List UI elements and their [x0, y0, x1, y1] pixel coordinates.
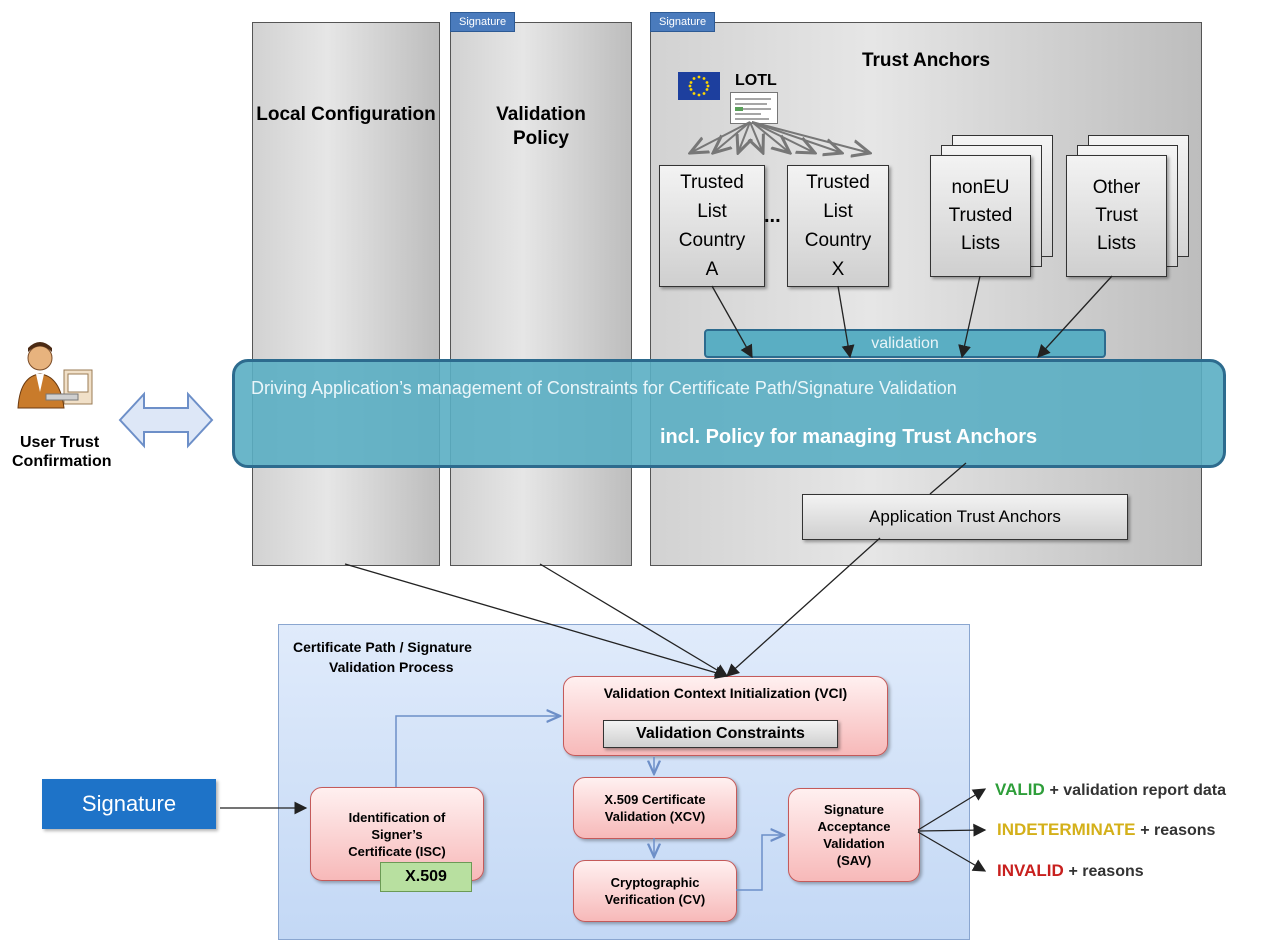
validation-constraints-label: Validation Constraints	[636, 725, 805, 742]
local-configuration-title: Local Configuration	[253, 103, 439, 127]
application-trust-anchors-box: Application Trust Anchors	[802, 494, 1128, 540]
validation-policy-title: Validation Policy	[451, 103, 631, 151]
sav-line4: (SAV)	[836, 853, 872, 868]
signature-input-box: Signature	[42, 779, 216, 829]
process-title: Certificate Path / Signature Validation …	[293, 637, 472, 677]
trust-anchors-title: Trust Anchors	[801, 49, 1051, 73]
policy-to-vci	[539, 563, 729, 677]
sav-line1: Signature	[824, 802, 884, 817]
management-band: Driving Application’s management of Cons…	[232, 359, 1226, 468]
non-eu-line2: Trusted	[948, 205, 1013, 226]
other-line2: Trust	[1095, 205, 1138, 226]
other-trust-lists: Other Trust Lists	[1066, 155, 1167, 277]
sav-line3: Validation	[823, 836, 885, 851]
lotl-label: LOTL	[735, 72, 777, 89]
validation-policy-signature-tag: Signature	[450, 12, 516, 32]
band-to-ata-line	[929, 462, 967, 495]
trust-anchors-panel: Trust Anchors	[650, 22, 1202, 566]
x509-tag-label: X.509	[405, 868, 447, 885]
tl-x-arrow	[837, 285, 855, 359]
validation-policy-title-text: Validation Policy	[496, 104, 586, 149]
tl-a-line1: Trusted	[680, 172, 744, 193]
tl-a-arrow	[711, 285, 753, 359]
cv-box: Cryptographic Verification (CV)	[573, 860, 737, 922]
local-configuration-title-text: Local Configuration	[256, 104, 436, 125]
other-line3: Lists	[1096, 233, 1137, 254]
trusted-list-country-a: Trusted List Country A	[659, 165, 765, 287]
signature-input-label: Signature	[81, 791, 177, 816]
isc-line2: Signer’s	[371, 826, 423, 842]
application-trust-anchors-label: Application Trust Anchors	[869, 507, 1061, 526]
local-config-to-vci	[344, 563, 729, 679]
lotl-arrow-5	[751, 121, 790, 153]
local-configuration-panel: Local Configuration	[252, 22, 440, 566]
outcome-valid-status: VALID	[995, 780, 1045, 799]
outcome-valid: VALID + validation report data	[995, 780, 1226, 800]
trusted-lists-ellipsis: ...	[764, 205, 781, 227]
trust-anchors-title-text: Trust Anchors	[861, 50, 991, 71]
process-title-line2: Validation Process	[329, 659, 454, 675]
sav-box: Signature Acceptance Validation (SAV)	[788, 788, 920, 882]
outcome-invalid: INVALID + reasons	[997, 861, 1144, 881]
management-line1: Driving Application’s management of Cons…	[251, 378, 957, 398]
cv-line2: Verification (CV)	[604, 892, 706, 907]
xcv-box: X.509 Certificate Validation (XCV)	[573, 777, 737, 839]
cv-to-sav	[736, 835, 784, 891]
user-trust-label: User Trust Confirmation	[12, 433, 122, 471]
validation-policy-panel: Validation Policy	[450, 22, 632, 566]
outcome-indeterminate-status: INDETERMINATE	[997, 820, 1136, 839]
cv-line1: Cryptographic	[610, 875, 700, 890]
vci-label: Validation Context Initialization (VCI)	[603, 685, 848, 701]
tl-a-line3: Country	[678, 230, 746, 251]
sav-to-invalid	[917, 831, 987, 872]
sav-to-valid	[917, 788, 987, 831]
outcome-indeterminate: INDETERMINATE + reasons	[997, 820, 1215, 840]
outcome-indeterminate-detail: + reasons	[1140, 822, 1216, 839]
x509-tag: X.509	[380, 862, 472, 892]
lotl-arrow-8	[751, 121, 870, 153]
outcome-invalid-status: INVALID	[997, 861, 1064, 880]
non-eu-line3: Lists	[960, 233, 1001, 254]
isc-to-vci	[395, 716, 560, 787]
lotl-arrow-2	[713, 121, 751, 153]
tl-x-line2: List	[823, 201, 853, 222]
xcv-line2: Validation (XCV)	[604, 809, 706, 824]
tl-a-line2: List	[697, 201, 727, 222]
lotl-arrow-3	[738, 121, 750, 153]
user-trust-line1: User Trust	[20, 434, 100, 451]
management-line2: incl. Policy for managing Trust Anchors	[660, 426, 1038, 448]
tl-x-line4: X	[831, 259, 845, 280]
trusted-list-country-x: Trusted List Country X	[787, 165, 889, 287]
xcv-line1: X.509 Certificate	[604, 792, 706, 807]
tl-x-line1: Trusted	[806, 172, 870, 193]
trust-anchors-signature-tag: Signature	[650, 12, 716, 32]
user-trust-line2: Confirmation	[12, 453, 112, 470]
process-title-line1: Certificate Path / Signature	[293, 639, 472, 655]
non-eu-line1: nonEU	[951, 177, 1010, 198]
outcome-invalid-detail: + reasons	[1068, 863, 1144, 880]
validation-constraints-box: Validation Constraints	[603, 720, 838, 748]
non-eu-trusted-lists: nonEU Trusted Lists	[930, 155, 1031, 277]
non-eu-arrow	[958, 275, 981, 359]
tl-x-line3: Country	[804, 230, 872, 251]
sav-line2: Acceptance	[817, 819, 891, 834]
other-line1: Other	[1092, 177, 1141, 198]
tl-a-line4: A	[705, 259, 719, 280]
user-person-icon	[6, 338, 102, 418]
isc-line1: Identification of	[348, 809, 446, 825]
sav-to-indeterminate	[917, 823, 987, 837]
lotl-arrow-6	[751, 121, 815, 153]
double-arrow-icon	[118, 391, 214, 449]
validation-bar-label: validation	[871, 335, 939, 352]
lotl-arrow-4	[750, 121, 763, 153]
other-arrow	[1037, 275, 1113, 358]
eu-flag-icon	[678, 72, 720, 100]
ata-to-vci	[726, 537, 881, 677]
isc-line3: Certificate (ISC)	[348, 843, 446, 859]
lotl-arrow-7	[751, 121, 842, 153]
outcome-valid-detail: + validation report data	[1049, 782, 1226, 799]
